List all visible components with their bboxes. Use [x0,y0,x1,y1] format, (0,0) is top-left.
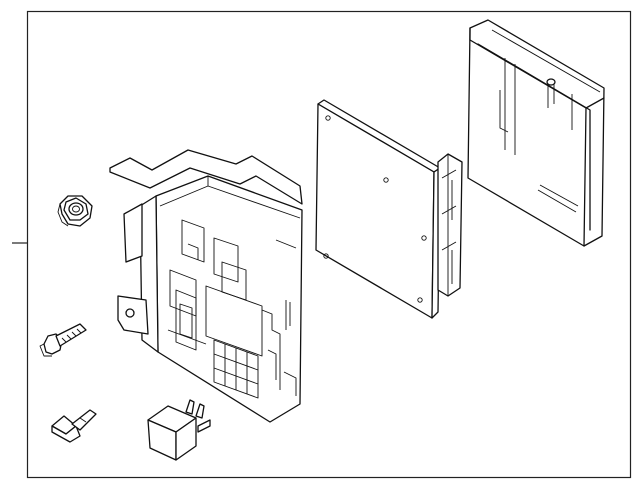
junction-box[interactable] [109,149,303,423]
clip[interactable] [51,409,97,443]
relay[interactable] [147,399,211,461]
nut[interactable] [57,195,93,227]
bolt[interactable] [39,323,87,357]
ecm-module[interactable] [315,99,463,319]
ecm-cover[interactable] [467,19,605,247]
